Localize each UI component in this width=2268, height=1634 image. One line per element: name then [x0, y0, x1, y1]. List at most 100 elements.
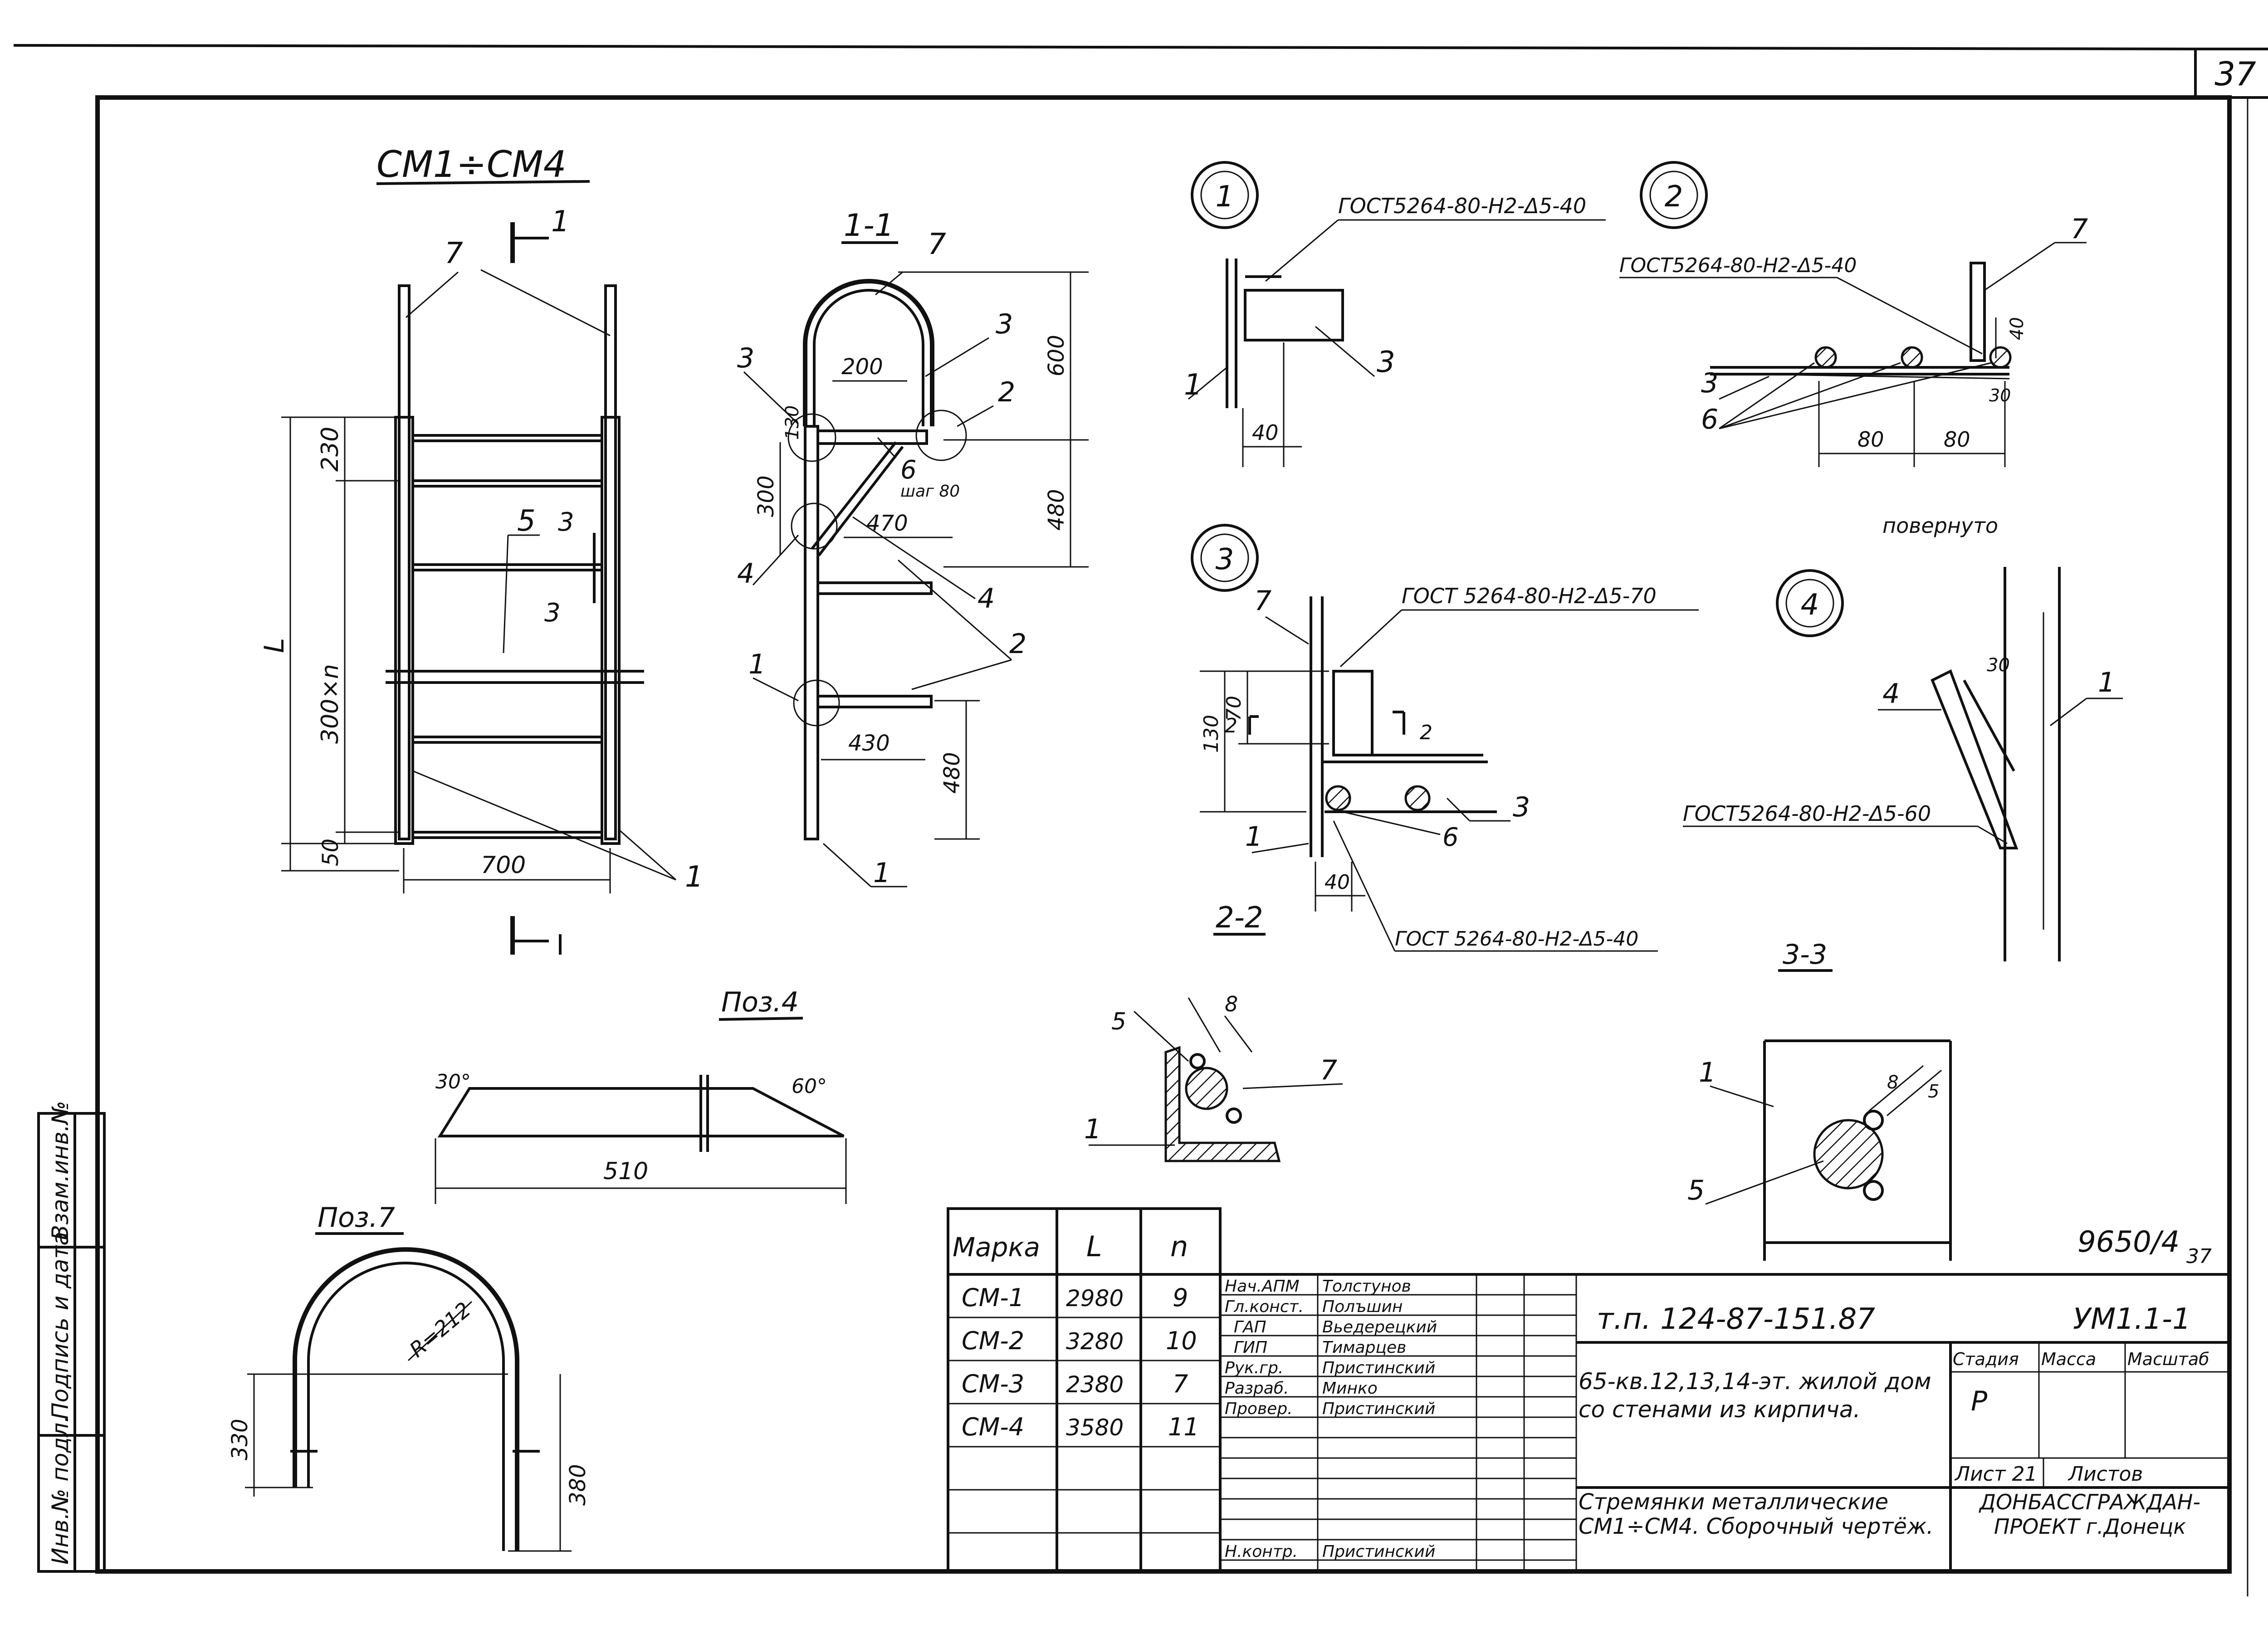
sig-name: Полъшин	[1322, 1297, 1403, 1316]
scale-label: Масштаб	[2127, 1349, 2209, 1369]
stage-value: Р	[1971, 1385, 1988, 1417]
sig-role: Рук.гр.	[1225, 1359, 1283, 1377]
stamp-inv: Инв.№ подл.	[47, 1415, 73, 1565]
callout-3-d1: 3	[1377, 346, 1395, 379]
rotated-label: повернуто	[1882, 513, 1998, 538]
drawing-code: УМ1.1-1	[2073, 1302, 2191, 1336]
dim-d4-30: 30	[1987, 655, 2010, 676]
stamp-sign-date: Подпись и дата	[47, 1232, 73, 1419]
dim-d1-40: 40	[1252, 420, 1279, 445]
table-cell: 2980	[1066, 1285, 1124, 1312]
table-cell: 10	[1166, 1327, 1197, 1355]
angle-section: 5 8 7 1	[1084, 992, 1343, 1162]
detail-circle-2: 2	[1665, 180, 1683, 214]
weld-note-d3: ГОСТ 5264-80-Н2-Δ5-70	[1402, 584, 1657, 608]
weld-note-d4: ГОСТ5264-80-Н2-Δ5-60	[1683, 801, 1931, 826]
callout-1-sec: 1	[1084, 1113, 1101, 1145]
section-33-title: 3-3	[1783, 939, 1827, 971]
callout-7-sec: 7	[1320, 1054, 1337, 1086]
dim-front-300n: 300×n	[317, 664, 344, 744]
dim-d2-40: 40	[2007, 317, 2028, 340]
dim-p7-R: R=212	[405, 1297, 475, 1362]
detail-circle-3: 3	[1216, 543, 1234, 576]
dim-p7-380: 380	[565, 1464, 591, 1506]
sig-role: Гл.конст.	[1225, 1297, 1304, 1316]
weld-note-d1: ГОСТ5264-80-Н2-Δ5-40	[1338, 194, 1586, 218]
callout-3a-front: 3	[558, 507, 574, 537]
org-text: ДОНБАССГРАЖДАН-ПРОЕКТ г.Донецк	[1980, 1490, 2200, 1539]
callout-1-side-mid: 1	[748, 649, 766, 680]
dim-sec-5: 5	[1111, 1008, 1126, 1035]
sig-name: Вьедерецкий	[1322, 1318, 1437, 1336]
sig-name: Толстунов	[1322, 1277, 1411, 1296]
sig-name: Пристинский	[1322, 1359, 1435, 1377]
section-22-title: 2-2	[1216, 901, 1263, 935]
detail-1: 1 ГОСТ5264-80-Н2-Δ5-40 1 3 40	[1184, 161, 1606, 467]
table-cell: 9	[1173, 1283, 1188, 1312]
callout-3b-front: 3	[544, 598, 561, 628]
callout-7-front: 7	[445, 237, 463, 270]
stamp-replace-inv: Взам.инв.№	[47, 1101, 73, 1240]
object-text: 65-кв.12,13,14-эт. жилой дом со стенами …	[1579, 1368, 1931, 1423]
callout-1-s33: 1	[1699, 1057, 1716, 1088]
callout-1-d1: 1	[1184, 368, 1202, 402]
dim-front-50: 50	[318, 839, 343, 866]
pos4-view: Поз.4 30° 60° 510	[435, 986, 847, 1204]
table-header-n: n	[1170, 1230, 1188, 1263]
dim-sec-8: 8	[1225, 992, 1238, 1016]
doc-code-sub: 37	[2186, 1245, 2212, 1268]
sig-role: Нач.АПМ	[1225, 1277, 1300, 1296]
dim-d3-40: 40	[1325, 871, 1350, 894]
dim-side-600: 600	[1044, 335, 1069, 376]
sig-name: Пристинский	[1322, 1400, 1435, 1418]
detail-circle-4: 4	[1801, 588, 1819, 622]
callout-2-side-top: 2	[998, 376, 1015, 408]
doc-code-side: 9650/4	[2077, 1225, 2180, 1259]
sig-name: Тимарцев	[1322, 1338, 1406, 1357]
dim-p4-30: 30°	[435, 1070, 471, 1093]
dim-s33-5: 5	[1928, 1081, 1939, 1102]
dim-p7-330: 330	[227, 1419, 253, 1460]
sig-name: Пристинский	[1322, 1542, 1435, 1561]
callout-5-s33: 5	[1687, 1175, 1705, 1206]
weld-note-d2: ГОСТ5264-80-Н2-Δ5-40	[1619, 254, 1857, 277]
mass-label: Масса	[2041, 1349, 2096, 1369]
dim-front-230: 230	[317, 427, 344, 472]
table-cell: 3280	[1066, 1328, 1124, 1355]
callout-4-side-left: 4	[737, 558, 754, 590]
org-text-box: ДОНБАССГРАЖДАН-ПРОЕКТ г.Донецк	[1980, 1490, 2200, 1539]
detail-3: 3 ГОСТ 5264-80-Н2-Δ5-70 7 3 6 1 130 70 2…	[1191, 524, 1699, 952]
side-view-1-1: 1-1 7 3 3 2 6 4 4 2	[737, 208, 1089, 889]
table-cell: 11	[1168, 1413, 1199, 1441]
sheet-label: Лист 21	[1954, 1463, 2037, 1486]
side-stamp: Инв.№ подл. Подпись и дата Взам.инв.№	[37, 1101, 106, 1573]
table-cell: СМ-2	[962, 1327, 1024, 1355]
dim-d2-30: 30	[1989, 385, 2011, 405]
pos4-title: Поз.4	[721, 986, 799, 1018]
title-text: Стремянки металлические СМ1÷СМ4. Сборочн…	[1579, 1490, 1934, 1539]
callout-6-d2: 6	[1701, 404, 1718, 435]
stage-label: Стадия	[1953, 1349, 2019, 1369]
dim-side-470: 470	[866, 511, 908, 536]
dim-side-300: 300	[753, 475, 779, 517]
table-cell: СМ-4	[962, 1413, 1024, 1441]
detail-circle-1: 1	[1216, 180, 1234, 214]
main-title: СМ1÷СМ4	[376, 143, 567, 185]
dim-d3-2a: 2	[1225, 714, 1237, 737]
table-cell: 2380	[1066, 1371, 1124, 1398]
callout-3-side-left: 3	[737, 342, 754, 374]
sig-role: Провер.	[1225, 1400, 1293, 1418]
top-edge-line	[13, 44, 2203, 50]
table-header-mark: Марка	[953, 1232, 1040, 1263]
title-text-box: Стремянки металлические СМ1÷СМ4. Сборочн…	[1579, 1490, 1934, 1539]
section-11-title: 1-1	[844, 208, 894, 244]
dim-side-430: 430	[848, 731, 890, 756]
callout-2-side-mid: 2	[1009, 628, 1026, 660]
dim-side-200: 200	[841, 354, 883, 380]
table-cell: 3580	[1066, 1415, 1124, 1441]
detail-2: 2 ГОСТ5264-80-Н2-Δ5-40 7 3 6 40 30 80 80	[1619, 161, 2088, 467]
callout-4-d4: 4	[1882, 678, 1900, 710]
dim-side-480b: 480	[939, 752, 965, 794]
dim-d2-80b: 80	[1944, 427, 1970, 452]
